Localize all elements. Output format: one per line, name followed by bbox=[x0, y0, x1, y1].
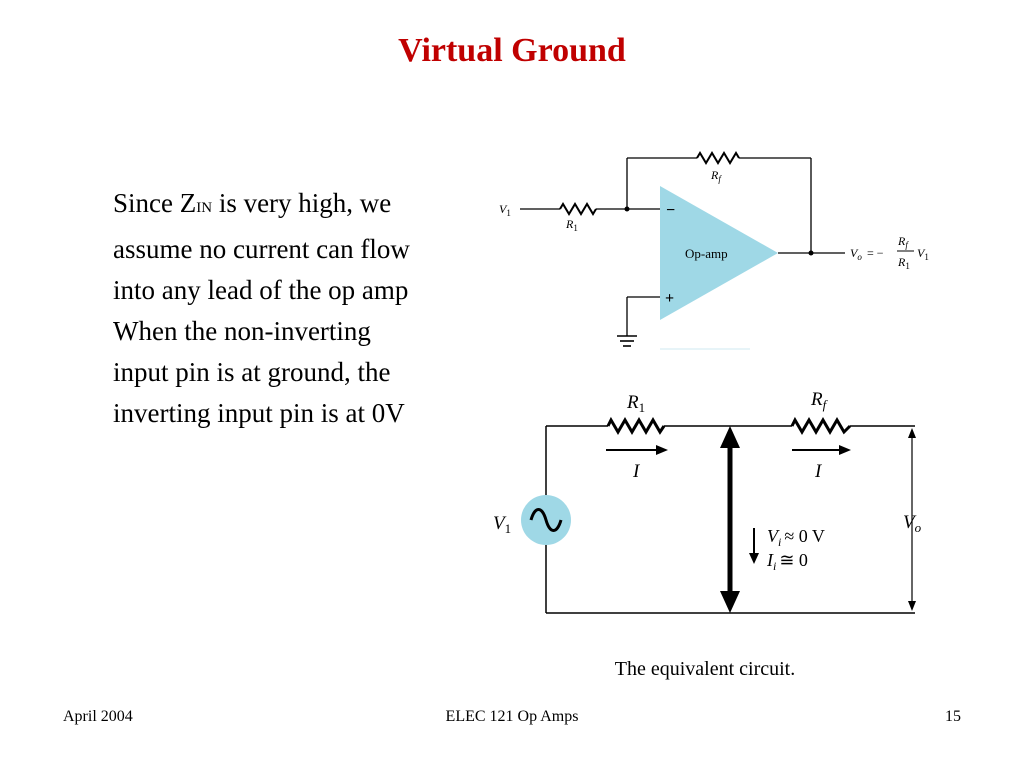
paragraph-1-end: is very high, we assume no current can f… bbox=[113, 188, 410, 305]
input-label: V1 bbox=[499, 202, 511, 218]
rf-label-equiv: Rf bbox=[810, 389, 829, 412]
vo-label: Vo bbox=[903, 512, 922, 535]
r1-resistor-equiv bbox=[606, 416, 666, 435]
r1-resistor bbox=[559, 202, 597, 216]
r1-label-equiv: R1 bbox=[626, 392, 645, 415]
virtual-ground-arrow bbox=[720, 426, 740, 613]
vo-arrow bbox=[908, 428, 916, 611]
paragraph-high-impedance: Since ZIN is very high, we assume no cur… bbox=[113, 183, 413, 311]
svg-text:= −: = − bbox=[867, 246, 884, 260]
svg-text:R1: R1 bbox=[897, 255, 910, 271]
footer-date: April 2004 bbox=[63, 708, 133, 725]
slide-title: Virtual Ground bbox=[398, 32, 626, 69]
rf-resistor-equiv bbox=[790, 416, 852, 435]
plus-sign: + bbox=[665, 290, 674, 307]
paragraph-virtual-ground: When the non-inverting input pin is at g… bbox=[113, 316, 405, 428]
rf-resistor bbox=[696, 151, 740, 165]
output-dot bbox=[808, 250, 814, 256]
figure-caption: The equivalent circuit. bbox=[614, 658, 796, 680]
current-arrow-2 bbox=[792, 445, 851, 455]
sine-wave-icon bbox=[529, 508, 563, 532]
rf-label: Rf bbox=[710, 168, 722, 184]
output-equation: Vo = − Rf R1 V1 bbox=[850, 234, 929, 271]
vi-label: Vi≈ 0 V bbox=[767, 526, 825, 549]
opamp-label: Op-amp bbox=[685, 246, 728, 261]
svg-text:V1: V1 bbox=[917, 246, 929, 262]
r1-label: R1 bbox=[565, 217, 578, 233]
footer-course: ELEC 121 Op Amps bbox=[445, 708, 579, 725]
source-label: V1 bbox=[493, 513, 511, 536]
minus-sign: − bbox=[666, 202, 675, 219]
small-down-arrow bbox=[749, 528, 759, 564]
slide-body: Since ZIN is very high, we assume no cur… bbox=[113, 183, 413, 434]
ground-icon bbox=[617, 335, 637, 347]
current-label-2: I bbox=[814, 461, 823, 482]
ii-label: Ii≅ 0 bbox=[766, 550, 808, 573]
opamp-triangle bbox=[660, 186, 778, 320]
current-label-1: I bbox=[632, 461, 641, 482]
svg-text:Vo: Vo bbox=[850, 246, 862, 262]
footer-page-number: 15 bbox=[945, 708, 961, 725]
current-arrow-1 bbox=[606, 445, 668, 455]
svg-text:Rf: Rf bbox=[897, 234, 909, 250]
zin-subscript: IN bbox=[196, 200, 213, 216]
node-dot bbox=[624, 206, 630, 212]
paragraph-1-start: Since Z bbox=[113, 188, 197, 218]
